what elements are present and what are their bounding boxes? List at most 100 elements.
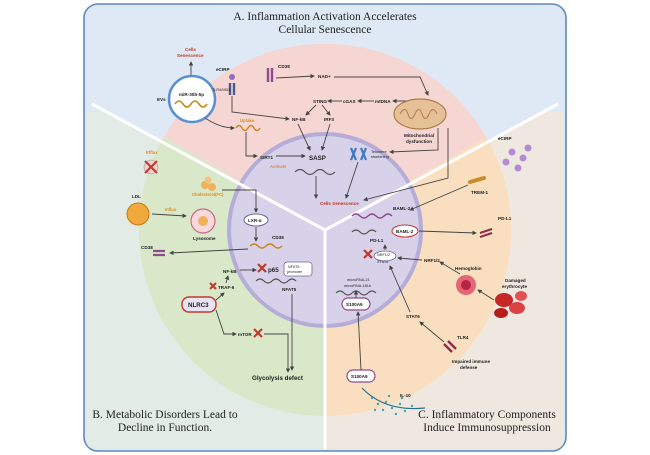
divider-left <box>91 102 326 232</box>
arrow-cd38-membrane <box>169 248 249 256</box>
arrow-cholesterol-lxr <box>222 189 259 213</box>
arrow-mito-senescence <box>363 128 449 202</box>
efflux-label: Efflux <box>146 150 158 155</box>
sasp-label: SASP <box>309 155 326 162</box>
arrow-stat6-complex <box>389 265 411 313</box>
microrna21-label: microRNA-21 <box>347 278 370 282</box>
ecirp-a-label: eCIRP <box>216 67 230 72</box>
pdl1-b-label: PD-L1 <box>370 238 384 243</box>
arrow-ery-hemoglobin <box>477 289 495 301</box>
nfkb-b-label: NF-kB <box>223 269 237 274</box>
arrow-tlr4-nfkb <box>231 96 290 121</box>
baml2-a-label: BAML-2 <box>393 206 411 211</box>
cgas-label: cGAS <box>343 99 356 104</box>
arrow-uptake-sirt1 <box>245 132 258 159</box>
il10-arc <box>361 387 426 410</box>
nrf-block-x <box>363 249 373 259</box>
telomere-label-2: shortening <box>371 155 389 159</box>
lysosome-label: Lysosome <box>193 236 216 241</box>
ecirp-particle-1 <box>508 148 516 156</box>
erythrocyte-4 <box>515 291 527 301</box>
mtor-label: mTOR <box>238 332 252 337</box>
ecirp-particle-4 <box>514 164 522 172</box>
arrow-nlrc3-traf6 <box>215 292 225 301</box>
nrf12-label: NRF1/2 <box>424 258 440 263</box>
lxr-node <box>243 213 269 227</box>
damaged-ery-label-1: Damaged <box>505 278 526 283</box>
damaged-ery-label-2: erythrocyte <box>502 284 527 289</box>
arrow-sting-irf3 <box>321 104 331 116</box>
arrow-sting-nfkb <box>305 104 317 116</box>
cholesterol-droplet-3 <box>204 176 212 184</box>
nfkb-a-label: NF-kB <box>292 117 306 122</box>
arrow-s100a9b-s100a9a <box>355 311 362 371</box>
arrow-baml2-pdl1 <box>418 230 477 236</box>
cells-senescence-top-1: Cells <box>185 47 196 52</box>
mtdna-label: mtDNA <box>375 99 391 104</box>
p65-block-x <box>257 263 267 273</box>
receptor-tlr4-md2 <box>228 83 236 95</box>
arrow-nad-mito <box>334 76 429 96</box>
arrow-nlrc3-mtor <box>215 309 237 337</box>
receptor-pdl1 <box>479 227 493 239</box>
ldl-label: LDL <box>132 194 141 199</box>
nad-label: NAD+ <box>318 74 331 79</box>
il10-label: IL-10 <box>400 393 411 398</box>
lxr-label: LXR-α <box>248 218 262 223</box>
arrow-hemoglobin-nrf12 <box>439 261 461 275</box>
cd38-a-label: CD38 <box>278 64 290 69</box>
hemoglobin-core <box>461 280 471 290</box>
evs-label: EVs <box>157 97 166 102</box>
p65-label: p65 <box>268 267 279 274</box>
pdl1-dna <box>351 229 377 235</box>
ev-rna-strand <box>174 100 208 108</box>
cholesterol-label: Cholesterol(FC) <box>192 192 224 197</box>
arrow-nfkb-sasp <box>297 123 311 151</box>
receptor-cd38-a <box>266 68 274 82</box>
nfat5-promoter-box <box>283 261 313 277</box>
arrow-mito-telomere <box>389 128 439 155</box>
trem1-label: TREM-1 <box>471 190 489 195</box>
ldl-particle <box>126 202 150 226</box>
cd38-b2-label: CD38 <box>141 245 153 250</box>
glycolysis-label: Glycolysis defect <box>252 375 303 382</box>
ecirp-particle-3 <box>502 158 510 166</box>
cholesterol-droplet-2 <box>208 183 216 191</box>
stat6-label: STAT6 <box>406 314 420 319</box>
arrow-telomere-senescence <box>345 161 359 199</box>
erythrocyte-2 <box>509 302 525 314</box>
impaired-label-1: Impaired immune <box>452 359 490 364</box>
uptake-label: Uptake <box>240 118 255 123</box>
microrna181-label: microRNA-181b <box>344 284 371 288</box>
section-b-title-1: B. Metabolic Disorders Lead to <box>92 409 238 421</box>
hemoglobin-label: Hemoglobin <box>455 266 482 271</box>
baml2-dna <box>351 213 393 219</box>
efflux-block-x <box>144 160 158 174</box>
arrow-cd38-nad <box>275 73 315 79</box>
cells-senescence-label: Cells Senescence <box>320 201 359 206</box>
tlr4-md2-label: TLR4/MD2 <box>212 88 230 92</box>
nfat5-promoter-1: NFAT5 <box>288 265 300 269</box>
ecirp-particle-5 <box>524 144 532 152</box>
mitochondrion <box>393 98 447 130</box>
telomere-label-1: Telomere <box>371 150 387 154</box>
cd38-b-dna <box>249 243 283 249</box>
receptor-tlr4 <box>443 340 457 353</box>
nrf-stat6-2: STAT6 <box>377 260 388 264</box>
arrow-ldl-lysosome <box>151 213 187 219</box>
arrow-nrf12-complex <box>397 256 423 261</box>
ecirp-ligand-a <box>229 74 235 80</box>
arrow-trem1-baml2 <box>409 184 469 211</box>
lysosome-core <box>198 216 208 226</box>
traf6-block-x <box>209 282 217 290</box>
s100a9-a-label: S100A9 <box>346 302 363 307</box>
section-b-title-2: Decline in Function. <box>118 422 212 434</box>
tlr4-label: TLR4 <box>457 335 469 340</box>
mitochondrion-cristae <box>399 109 438 119</box>
baml2-b-label: BAML-2 <box>396 229 414 234</box>
impaired-label-2: defense <box>460 365 478 370</box>
arrow-irf3-sasp <box>320 123 331 151</box>
nfat5-label: NFAT5 <box>282 287 297 292</box>
influx-label: Influx <box>165 207 177 212</box>
